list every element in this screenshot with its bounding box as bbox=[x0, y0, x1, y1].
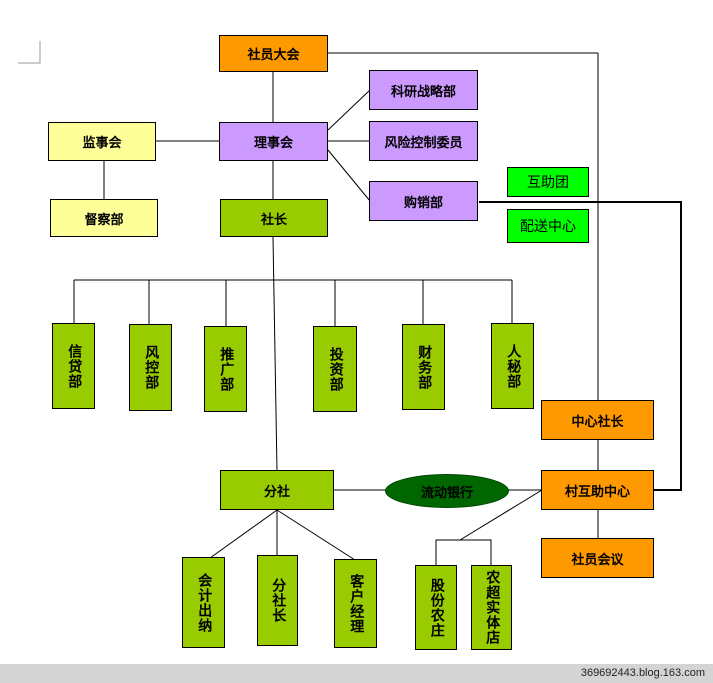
mobile-bank-node: 流动银行 bbox=[385, 474, 509, 508]
edge-branch-accounting bbox=[209, 509, 278, 559]
supermarket-store-node: 农超实体店 bbox=[471, 565, 512, 650]
promotion-dept-node: 推广部 bbox=[204, 326, 247, 412]
delivery-center-node: 配送中心 bbox=[507, 209, 589, 243]
mutual-aid-group-node: 互助团 bbox=[507, 167, 589, 197]
investment-dept-node: 投资部 bbox=[313, 326, 357, 412]
edge-board-research bbox=[327, 89, 371, 131]
hr-secretary-dept-node: 人秘部 bbox=[491, 323, 534, 409]
accounting-cashier-node: 会计出纳 bbox=[182, 557, 225, 648]
research-dept-node: 科研战略部 bbox=[369, 70, 478, 110]
risk-control-dept-node: 风控部 bbox=[129, 324, 172, 411]
page-corner-mark bbox=[18, 41, 41, 64]
branch-president-node: 分社长 bbox=[257, 555, 298, 646]
account-manager-node: 客户经理 bbox=[334, 559, 377, 648]
supervisory-board-node: 监事会 bbox=[48, 122, 156, 161]
inspection-dept-node: 督察部 bbox=[50, 199, 158, 237]
edge-board-purchasing bbox=[327, 149, 371, 202]
finance-dept-node: 财务部 bbox=[402, 324, 445, 410]
member-meeting-node: 社员会议 bbox=[541, 538, 654, 578]
edge-village-split bbox=[459, 489, 543, 541]
credit-dept-node: 信贷部 bbox=[52, 323, 95, 409]
risk-committee-node: 风险控制委员 bbox=[369, 121, 478, 161]
board-node: 理事会 bbox=[219, 122, 328, 161]
watermark-footer: 369692443.blog.163.com bbox=[0, 664, 713, 683]
edge-branch-manager bbox=[276, 509, 356, 561]
village-center-node: 村互助中心 bbox=[541, 470, 654, 510]
center-president-node: 中心社长 bbox=[541, 400, 654, 440]
edge-purchasing-village bbox=[479, 201, 682, 491]
member-assembly-node: 社员大会 bbox=[219, 35, 328, 72]
president-node: 社长 bbox=[220, 199, 328, 237]
branch-node: 分社 bbox=[220, 470, 334, 510]
edge-split-farm-store bbox=[435, 539, 492, 566]
edge-president-branch bbox=[272, 236, 278, 472]
purchasing-dept-node: 购销部 bbox=[369, 181, 478, 221]
joint-stock-farm-node: 股份农庄 bbox=[415, 565, 457, 650]
